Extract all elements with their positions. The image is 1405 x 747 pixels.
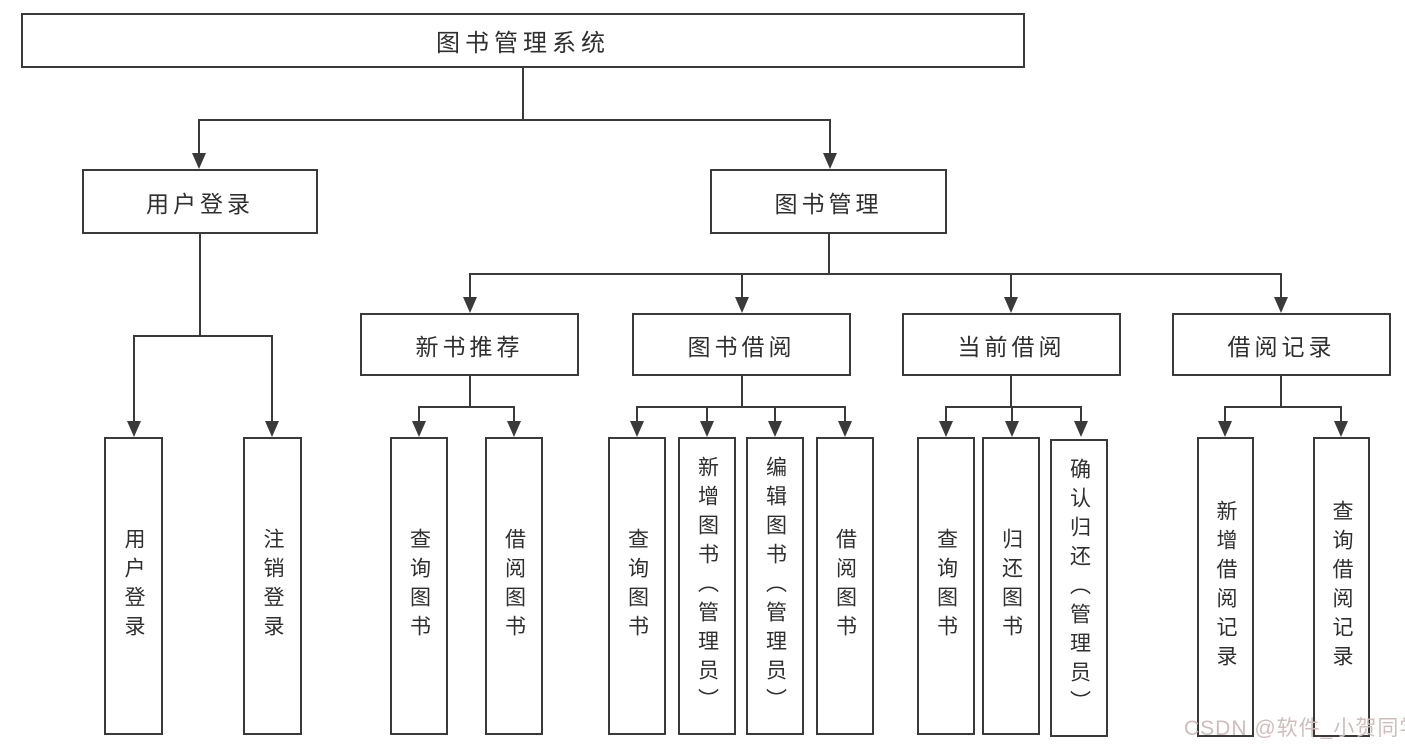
node-label: 图书管理系统: [436, 30, 610, 57]
leaf-logout: 注销登录: [243, 437, 302, 735]
arrowhead-down-icon: [735, 297, 749, 313]
node-label: 查询图书: [625, 528, 649, 644]
node-label: 查询图书: [407, 528, 431, 644]
node-label: 新书推荐: [415, 333, 524, 360]
arrowhead-down-icon: [1074, 421, 1088, 437]
leaf-query-books-current: 查询图书: [917, 437, 975, 735]
node-label: 编辑图书（管理员）: [763, 455, 787, 717]
connector-line: [133, 335, 135, 421]
connector-line: [1010, 273, 1012, 298]
node-book-borrowing: 图书借阅: [632, 313, 851, 376]
leaf-add-borrow-record: 新增借阅记录: [1197, 437, 1254, 737]
node-book-management: 图书管理: [710, 169, 947, 234]
connector-line: [418, 406, 420, 422]
connector-line: [198, 119, 200, 155]
connector-line: [1340, 406, 1342, 422]
connector-line: [199, 234, 201, 336]
connector-line: [1080, 406, 1082, 422]
connector-line: [636, 406, 846, 408]
connector-line: [198, 119, 831, 121]
arrowhead-down-icon: [768, 421, 782, 437]
connector-line: [1011, 406, 1013, 422]
node-label: 注销登录: [261, 528, 284, 644]
connector-line: [844, 406, 846, 422]
leaf-borrow-books-recommend: 借阅图书: [485, 437, 543, 735]
arrowhead-down-icon: [1334, 421, 1348, 437]
node-label: 查询借阅记录: [1330, 500, 1353, 674]
arrowhead-down-icon: [507, 421, 521, 437]
connector-line: [271, 335, 273, 421]
leaf-user-login: 用户登录: [104, 437, 163, 735]
connector-line: [741, 273, 743, 298]
arrowhead-down-icon: [823, 153, 837, 169]
connector-line: [1280, 376, 1282, 407]
connector-line: [522, 68, 524, 120]
node-new-book-recommend: 新书推荐: [360, 313, 579, 376]
leaf-borrow-books: 借阅图书: [816, 437, 874, 735]
arrowhead-down-icon: [1218, 421, 1232, 437]
connector-line: [418, 406, 515, 408]
node-label: 新增借阅记录: [1214, 500, 1237, 674]
connector-line: [945, 406, 1082, 408]
node-label: 用户登录: [122, 528, 145, 644]
node-label: 新增图书（管理员）: [695, 455, 719, 717]
csdn-watermark: CSDN @软件_小贺同学: [1184, 717, 1405, 740]
node-user-login: 用户登录: [82, 169, 318, 234]
connector-line: [774, 406, 776, 422]
arrowhead-down-icon: [1005, 421, 1019, 437]
connector-line: [828, 234, 830, 275]
leaf-return-books: 归还图书: [982, 437, 1040, 735]
node-label: 借阅图书: [502, 528, 526, 644]
leaf-query-books-borrowing: 查询图书: [608, 437, 666, 735]
connector-line: [1010, 376, 1012, 407]
node-current-borrowing: 当前借阅: [902, 313, 1121, 376]
connector-line: [1280, 273, 1282, 298]
arrowhead-down-icon: [1274, 297, 1288, 313]
connector-line: [1224, 406, 1342, 408]
arrowhead-down-icon: [127, 421, 141, 437]
arrowhead-down-icon: [412, 421, 426, 437]
node-label: 图书管理: [774, 190, 883, 217]
node-label: 图书借阅: [687, 333, 796, 360]
node-label: 当前借阅: [957, 333, 1066, 360]
connector-line: [133, 335, 273, 337]
connector-line: [829, 119, 831, 155]
node-borrowing-records: 借阅记录: [1172, 313, 1391, 376]
arrowhead-down-icon: [939, 421, 953, 437]
arrowhead-down-icon: [838, 421, 852, 437]
connector-line: [469, 273, 1281, 275]
node-label: 借阅图书: [833, 528, 857, 644]
leaf-query-books-recommend: 查询图书: [390, 437, 448, 735]
connector-line: [469, 376, 471, 407]
arrowhead-down-icon: [630, 421, 644, 437]
node-library-management-system: 图书管理系统: [21, 13, 1025, 68]
connector-line: [706, 406, 708, 422]
connector-line: [945, 406, 947, 422]
leaf-add-books-admin: 新增图书（管理员）: [678, 437, 736, 735]
arrowhead-down-icon: [1004, 297, 1018, 313]
arrowhead-down-icon: [463, 297, 477, 313]
connector-line: [1224, 406, 1226, 422]
arrowhead-down-icon: [700, 421, 714, 437]
arrowhead-down-icon: [192, 153, 206, 169]
node-label: 查询图书: [934, 528, 958, 644]
node-label: 归还图书: [999, 528, 1023, 644]
node-label: 用户登录: [146, 190, 254, 217]
leaf-query-borrow-record: 查询借阅记录: [1313, 437, 1370, 737]
connector-line: [636, 406, 638, 422]
connector-line: [469, 273, 471, 298]
connector-line: [513, 406, 515, 422]
node-label: 确认归还（管理员）: [1067, 457, 1091, 719]
leaf-edit-books-admin: 编辑图书（管理员）: [746, 437, 804, 735]
connector-line: [741, 376, 743, 407]
node-label: 借阅记录: [1227, 333, 1336, 360]
leaf-confirm-return-admin: 确认归还（管理员）: [1050, 439, 1108, 737]
arrowhead-down-icon: [265, 421, 279, 437]
